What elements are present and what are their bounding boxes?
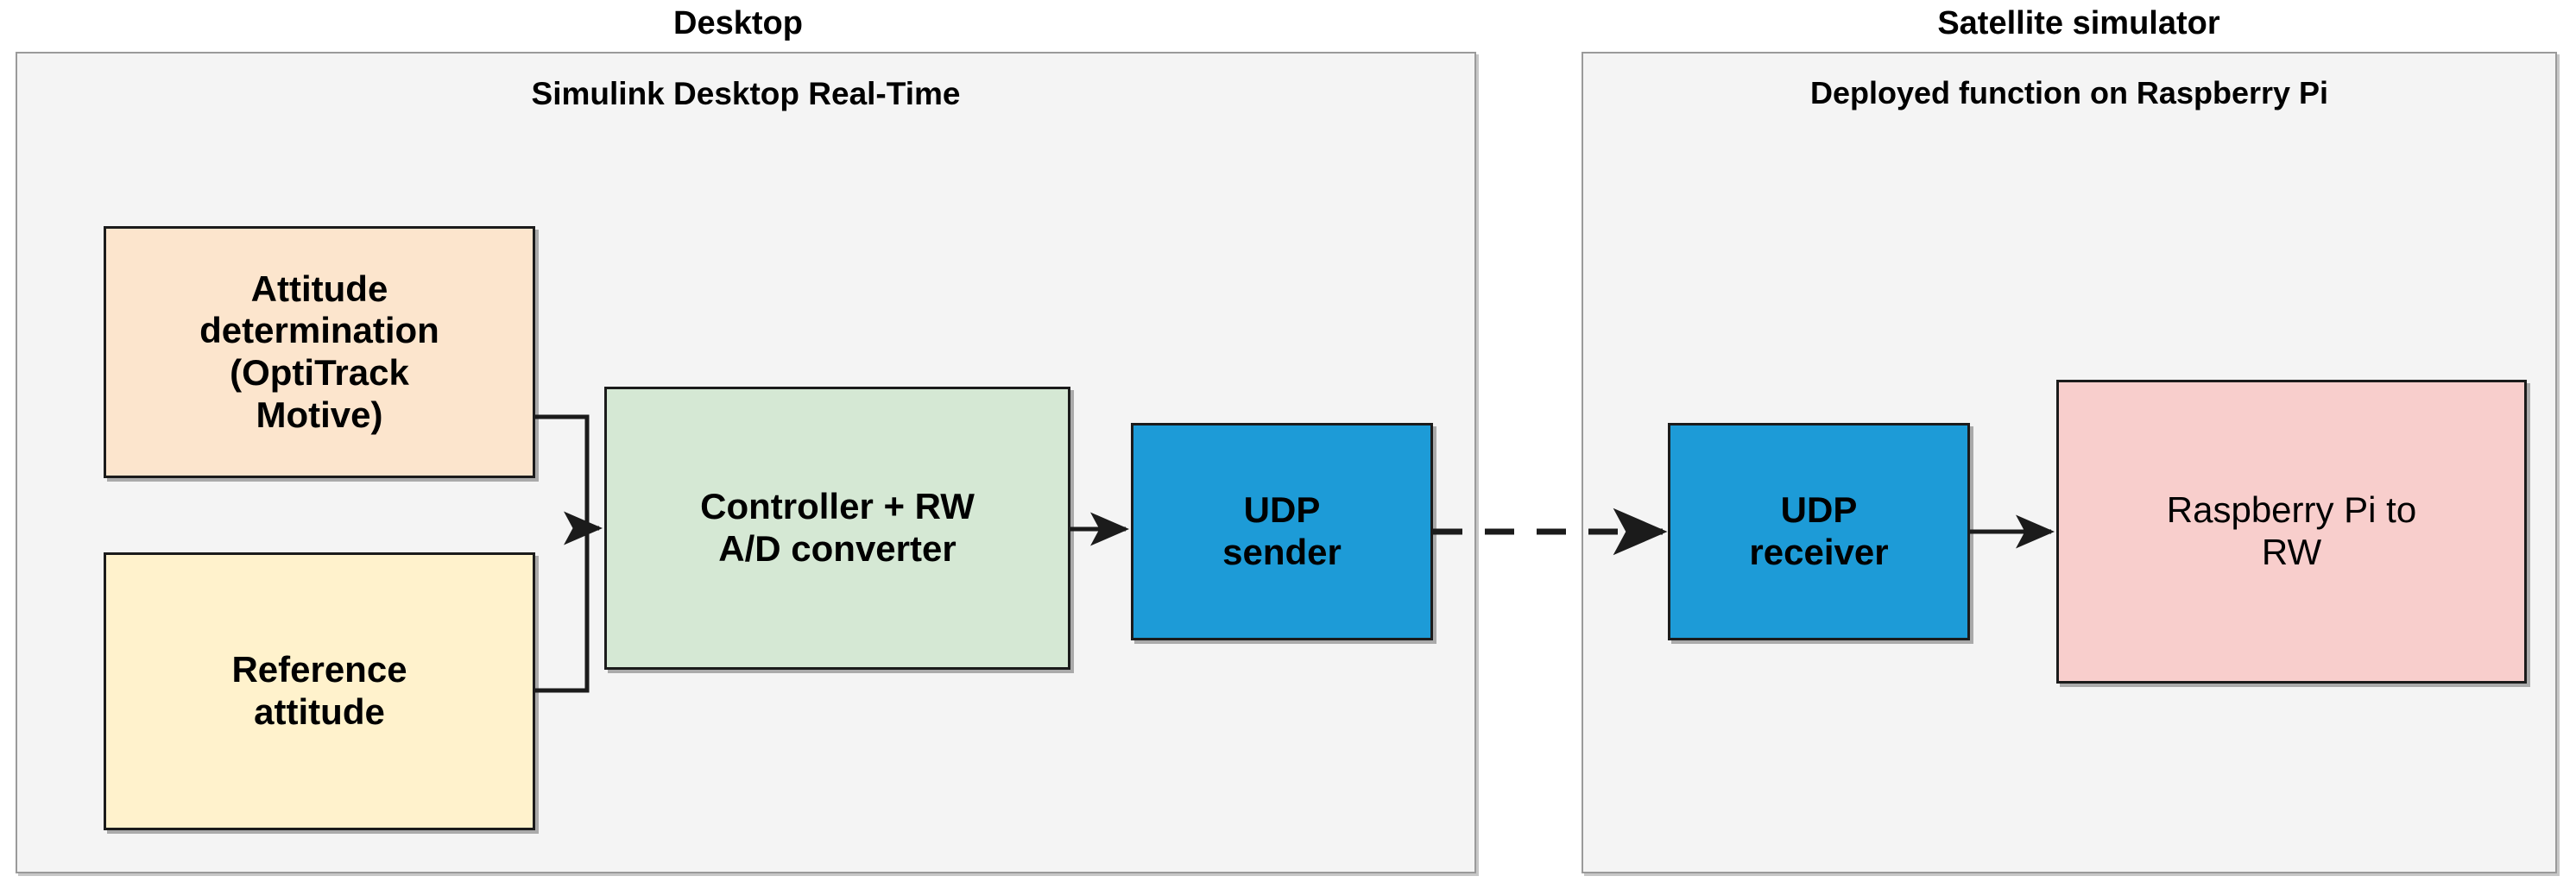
block-attitude-determination[interactable]: Attitude determination (OptiTrack Motive… (104, 226, 535, 478)
block-line: RW (2261, 532, 2322, 572)
block-reference-attitude[interactable]: Reference attitude (104, 552, 535, 830)
panel-title-desktop: Simulink Desktop Real-Time (531, 76, 961, 111)
block-controller-rw-ad-converter[interactable]: Controller + RW A/D converter (604, 387, 1070, 670)
block-line: attitude (254, 691, 385, 732)
block-line: A/D converter (718, 528, 957, 569)
block-line: determination (199, 310, 439, 351)
block-udp-sender-label: UDP sender (1140, 489, 1424, 573)
block-udp-receiver[interactable]: UDP receiver (1668, 423, 1970, 640)
group-caption-desktop: Desktop (673, 5, 803, 41)
block-udp-receiver-label: UDP receiver (1677, 489, 1960, 573)
block-udp-sender[interactable]: UDP sender (1131, 423, 1433, 640)
block-raspberry-pi-to-rw[interactable]: Raspberry Pi to RW (2056, 380, 2527, 684)
block-line: UDP (1243, 489, 1321, 531)
block-controller-rw-ad-converter-label: Controller + RW A/D converter (614, 486, 1061, 570)
block-line: Attitude (250, 268, 388, 309)
block-line: receiver (1749, 532, 1889, 572)
block-line: sender (1222, 532, 1342, 572)
block-line: Reference (231, 649, 407, 690)
block-line: Motive) (256, 394, 383, 435)
block-line: Controller + RW (700, 486, 975, 527)
panel-title-satellite: Deployed function on Raspberry Pi (1809, 75, 2329, 110)
block-attitude-determination-label: Attitude determination (OptiTrack Motive… (113, 268, 526, 437)
block-line: Raspberry Pi to (2166, 489, 2417, 531)
block-line: (OptiTrack (230, 352, 409, 393)
block-raspberry-pi-to-rw-label: Raspberry Pi to RW (2066, 489, 2517, 573)
group-caption-satellite: Satellite simulator (1937, 5, 2220, 41)
block-line: UDP (1780, 489, 1858, 531)
block-reference-attitude-label: Reference attitude (113, 649, 526, 733)
